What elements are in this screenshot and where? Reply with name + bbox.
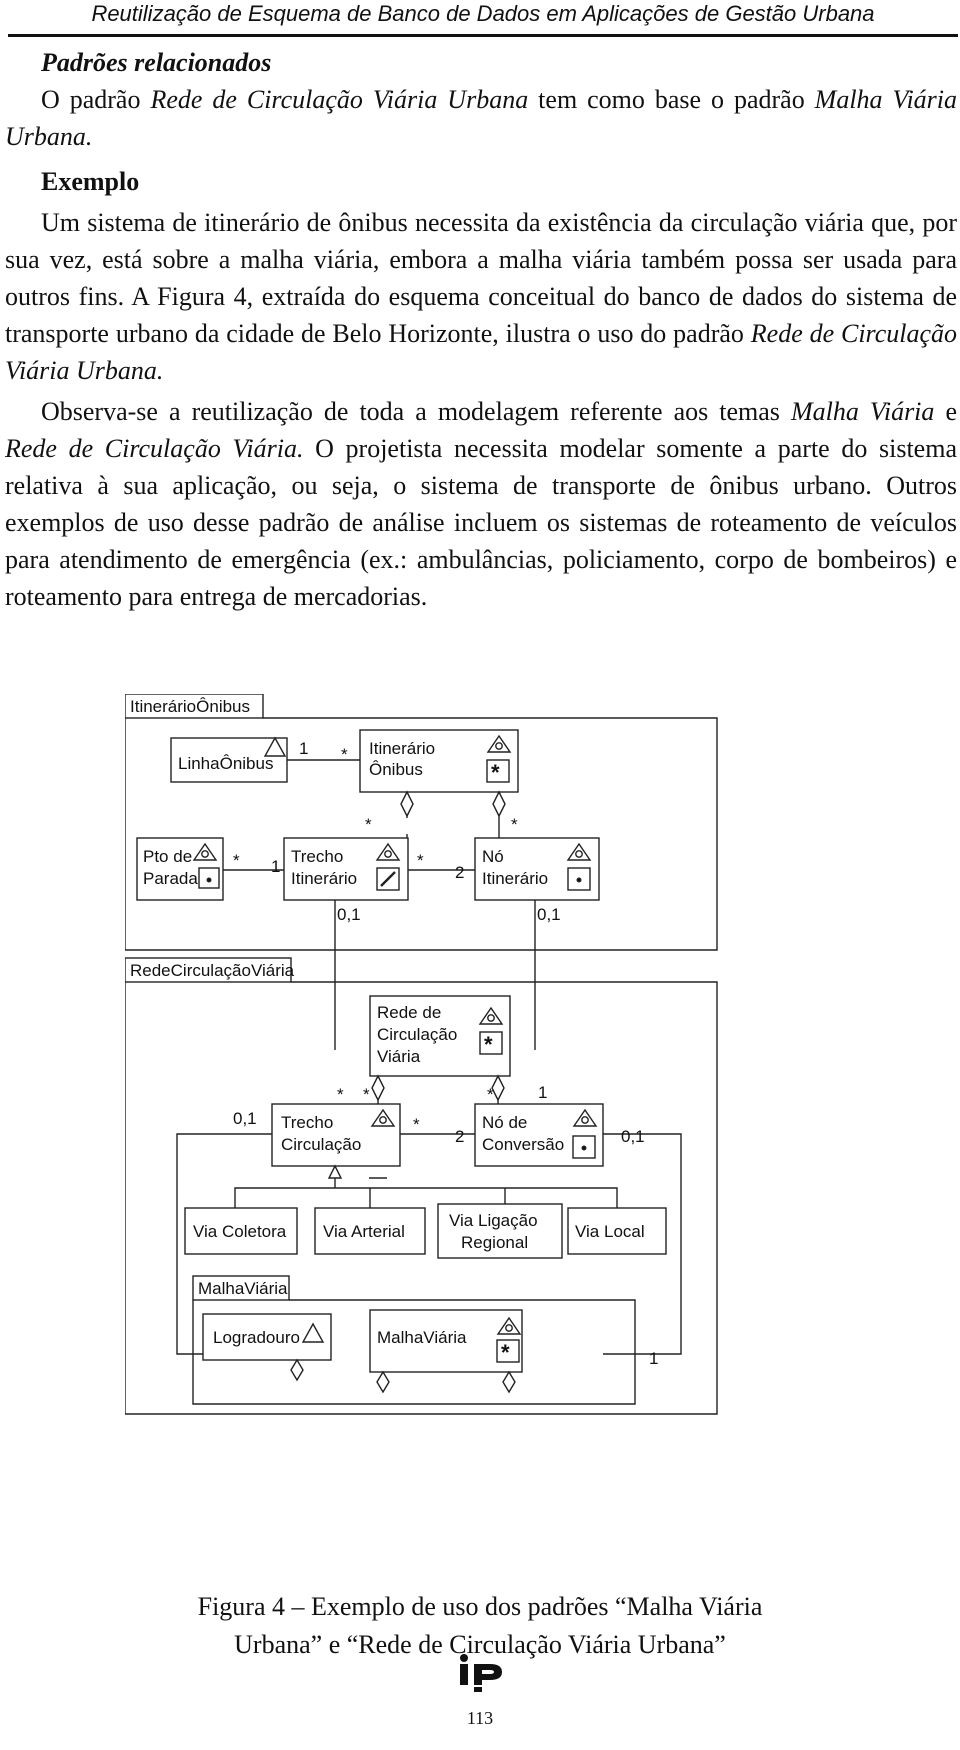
svg-text:*: * <box>491 760 500 785</box>
class-rede-circulacao-viaria: Rede de Circulação Viária * <box>369 995 511 1077</box>
svg-text:Nó: Nó <box>482 847 504 866</box>
class-via-coletora: Via Coletora <box>184 1207 298 1255</box>
star-icon <box>496 1339 520 1363</box>
ip-logo-icon <box>452 1652 510 1692</box>
svg-text:Via Local: Via Local <box>575 1222 645 1241</box>
svg-text:*: * <box>501 1340 510 1365</box>
svg-text:Rede de: Rede de <box>377 1003 441 1022</box>
svg-text:0,1: 0,1 <box>537 905 561 924</box>
svg-text:*: * <box>511 815 518 834</box>
triangle-icon <box>263 736 287 757</box>
svg-text:*: * <box>484 1032 493 1057</box>
class-trecho-itinerario: Trecho Itinerário <box>283 837 409 901</box>
page-number: 113 <box>466 1708 494 1728</box>
svg-text:*: * <box>363 1085 370 1104</box>
svg-text:*: * <box>337 1085 344 1104</box>
svg-text:Itinerário: Itinerário <box>482 869 548 888</box>
svg-text:Regional: Regional <box>461 1233 528 1252</box>
package-label: RedeCirculaçãoViária <box>130 961 295 980</box>
svg-text:Via Ligação: Via Ligação <box>449 1211 538 1230</box>
svg-text:Itinerário: Itinerário <box>291 869 357 888</box>
svg-text:0,1: 0,1 <box>337 905 361 924</box>
example-heading: Exemplo <box>41 167 140 196</box>
svg-text:1: 1 <box>649 1349 658 1368</box>
svg-text:1: 1 <box>299 739 308 758</box>
class-via-ligacao-regional: Via Ligação Regional <box>437 1203 563 1259</box>
class-linha-onibus: LinhaÔnibus <box>170 736 288 783</box>
svg-text:Pto de: Pto de <box>143 847 192 866</box>
svg-text:0,1: 0,1 <box>233 1109 257 1128</box>
star-icon <box>479 1031 503 1055</box>
triangle-icon <box>301 1322 325 1343</box>
uml-figure: ItinerárioÔnibus LinhaÔnibus Itinerário … <box>125 694 805 1574</box>
svg-text:2: 2 <box>455 1127 464 1146</box>
class-no-conversao: Nó de Conversão <box>474 1103 604 1167</box>
svg-text:Via Coletora: Via Coletora <box>193 1222 287 1241</box>
package-malha-viaria: MalhaViária <box>192 1275 636 1405</box>
class-malha-viaria: MalhaViária * <box>369 1309 523 1373</box>
svg-text:*: * <box>341 745 348 764</box>
svg-text:Ônibus: Ônibus <box>369 760 423 779</box>
article-body: Padrões relacionados O padrão Rede de Ci… <box>5 40 957 615</box>
svg-text:Circulação: Circulação <box>377 1025 457 1044</box>
class-pto-parada: Pto de Parada <box>136 837 224 901</box>
class-via-arterial: Via Arterial <box>314 1207 426 1255</box>
svg-text:Trecho: Trecho <box>291 847 343 866</box>
paragraph-example: Um sistema de itinerário de ônibus neces… <box>5 208 957 385</box>
paragraph-related-patterns: O padrão Rede de Circulação Viária Urban… <box>5 85 958 151</box>
star-icon <box>486 759 510 783</box>
svg-text:Logradouro: Logradouro <box>213 1328 300 1347</box>
svg-text:Conversão: Conversão <box>482 1135 564 1154</box>
svg-text:Via Arterial: Via Arterial <box>323 1222 405 1241</box>
class-label: LinhaÔnibus <box>178 754 273 773</box>
class-itinerario-onibus: Itinerário Ônibus * <box>359 729 519 793</box>
svg-text:Circulação: Circulação <box>281 1135 361 1154</box>
package-itinerario-onibus: ItinerárioÔnibus <box>125 694 718 951</box>
running-header: Reutilização de Esquema de Banco de Dado… <box>8 0 958 37</box>
svg-text:1: 1 <box>271 857 280 876</box>
package-label: MalhaViária <box>198 1279 288 1298</box>
class-no-itinerario: Nó Itinerário <box>474 837 600 901</box>
svg-text:Viária: Viária <box>377 1047 421 1066</box>
paragraph-observation: Observa-se a reutilização de toda a mode… <box>5 397 958 611</box>
class-logradouro: Logradouro <box>202 1313 332 1361</box>
svg-text:Trecho: Trecho <box>281 1113 333 1132</box>
svg-text:MalhaViária: MalhaViária <box>377 1328 467 1347</box>
svg-text:2: 2 <box>455 863 464 882</box>
svg-text:0,1: 0,1 <box>621 1127 645 1146</box>
svg-text:*: * <box>365 815 372 834</box>
class-trecho-circulacao: Trecho Circulação <box>271 1103 401 1167</box>
package-rede-circulacao-viaria: RedeCirculaçãoViária <box>125 957 718 1415</box>
svg-text:Parada: Parada <box>143 869 198 888</box>
svg-text:*: * <box>233 851 240 870</box>
svg-text:*: * <box>413 1115 420 1134</box>
svg-text:1: 1 <box>538 1083 547 1102</box>
svg-text:Nó de: Nó de <box>482 1113 527 1132</box>
svg-text:*: * <box>417 851 424 870</box>
package-label: ItinerárioÔnibus <box>130 697 250 716</box>
class-via-local: Via Local <box>567 1207 667 1255</box>
section-title: Padrões relacionados <box>41 48 272 77</box>
svg-text:*: * <box>487 1085 494 1104</box>
svg-text:Itinerário: Itinerário <box>369 739 435 758</box>
figure-caption: Figura 4 – Exemplo de uso dos padrões “M… <box>197 1592 763 1659</box>
